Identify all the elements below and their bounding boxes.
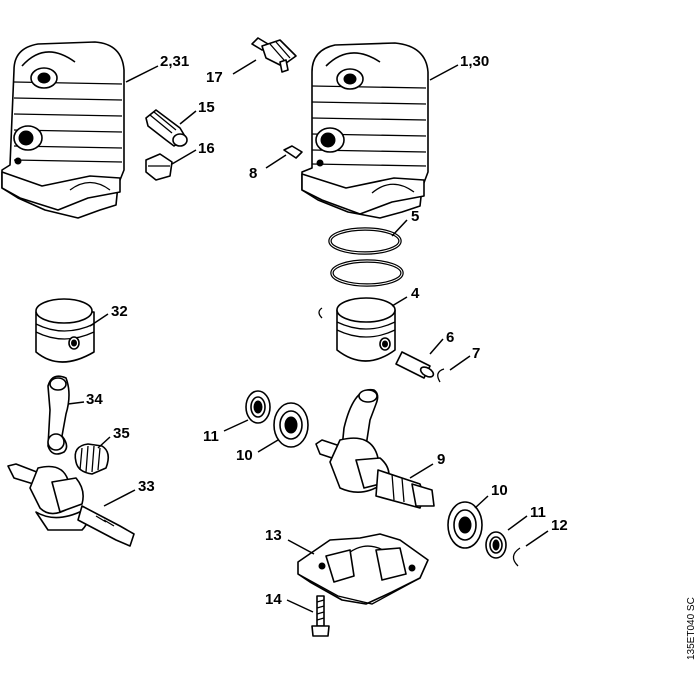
spark-plug [251,37,297,73]
piston-pin [395,351,435,379]
callout-1-30: 1,30 [460,53,489,70]
callout-35: 35 [113,425,130,442]
callout-32: 32 [111,303,128,320]
callout-15: 15 [198,99,215,116]
crankcase [297,533,429,605]
piston-left [35,298,95,363]
circlip-12 [512,547,521,567]
drawing-code: 135ET040 SC [686,597,697,660]
callout-11-right: 11 [530,504,546,521]
callout-16: 16 [198,140,215,157]
callout-11-left: 11 [203,428,219,445]
oil-seal-11-right [485,531,507,559]
crankshaft-left [7,463,135,547]
callout-6: 6 [446,329,454,346]
callout-8: 8 [249,165,257,182]
callout-labels: 2,31 1,30 17 15 16 8 5 4 6 7 32 34 35 33… [86,53,568,608]
callout-10-right: 10 [491,482,508,499]
callout-34: 34 [86,391,103,408]
callout-10-left: 10 [236,447,253,464]
circlip-7 [437,368,445,383]
crankshaft-right [315,388,435,509]
piston-right [318,297,396,362]
ball-bearing-10-right [447,501,483,549]
callout-33: 33 [138,478,155,495]
callout-17: 17 [206,69,223,86]
callout-7: 7 [472,345,480,362]
callout-14: 14 [265,591,282,608]
ball-bearing-10-left [273,402,309,448]
leader-lines [67,59,549,613]
callout-4: 4 [411,285,420,302]
connecting-rod [47,375,70,455]
decompression-valve [145,109,188,147]
oil-seal-11-left [245,390,271,424]
piston-rings [328,227,404,287]
callout-13: 13 [265,527,282,544]
callout-12: 12 [551,517,568,534]
plug-screw [145,153,173,181]
small-nipple [283,145,303,159]
callout-9: 9 [437,451,445,468]
callout-2-31: 2,31 [160,53,189,70]
cylinder-left [1,41,125,219]
screw-14 [311,595,330,637]
cylinder-right [301,42,429,219]
needle-cage [74,443,110,475]
callout-5: 5 [411,208,419,225]
